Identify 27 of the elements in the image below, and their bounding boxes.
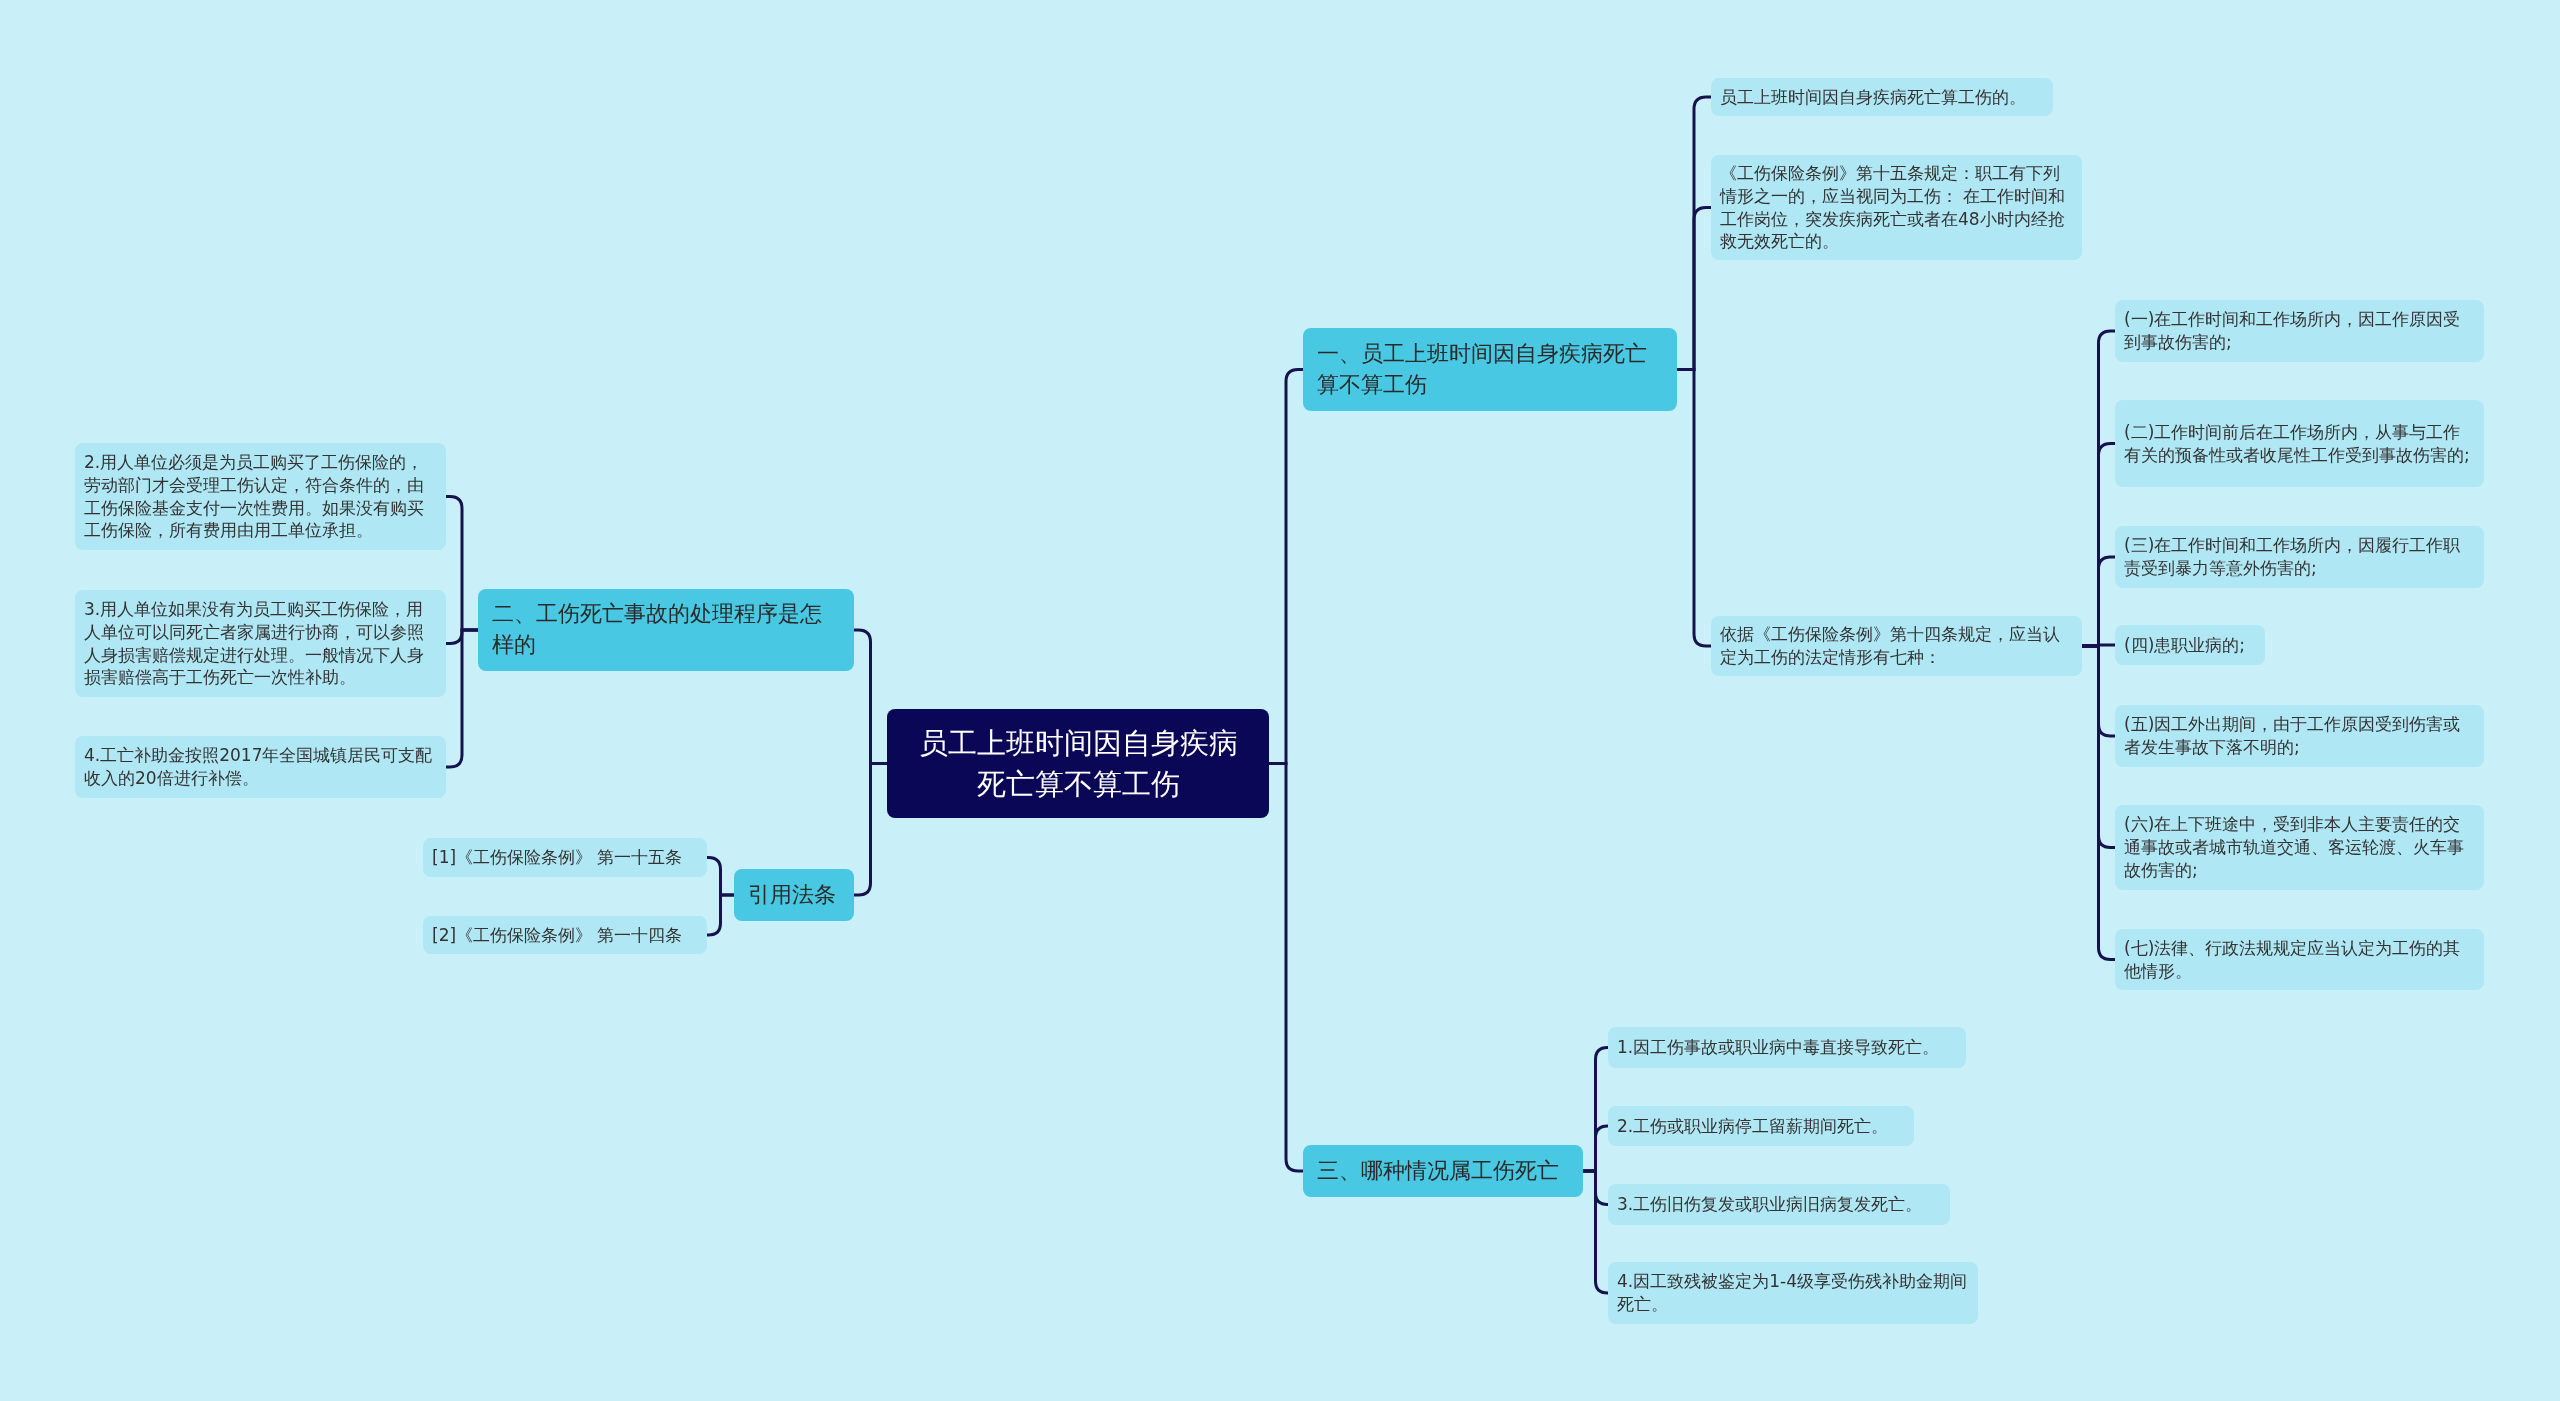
subtopic: 2.用人单位必须是为员工购买了工伤保险的，劳动部门才会受理工伤认定，符合条件的，由工伤保险基金支付一次性费用。如果没有购买工伤保险，所有费用由用工单位承担。 xyxy=(75,443,446,550)
subtopic: (五)因工外出期间，由于工作原因受到伤害或者发生事故下落不明的; xyxy=(2115,705,2484,767)
subtopic: 3.用人单位如果没有为员工购买工伤保险，用人单位可以同死亡者家属进行协商，可以参照人身损害赔偿规定进行处理。一般情况下人身损害赔偿高于工伤死亡一次性补助。 xyxy=(75,590,446,697)
subtopic: (六)在上下班途中，受到非本人主要责任的交通事故或者城市轨道交通、客运轮渡、火车事故伤害的; xyxy=(2115,805,2484,890)
main-topic: 一、员工上班时间因自身疾病死亡算不算工伤 xyxy=(1303,328,1677,411)
central-topic: 员工上班时间因自身疾病死亡算不算工伤 xyxy=(887,709,1269,818)
subtopic: 4.因工致残被鉴定为1-4级享受伤残补助金期间死亡。 xyxy=(1608,1262,1978,1324)
subtopic: (四)患职业病的; xyxy=(2115,625,2265,665)
subtopic: (二)工作时间前后在工作场所内，从事与工作有关的预备性或者收尾性工作受到事故伤害的; xyxy=(2115,400,2484,487)
main-topic: 三、哪种情况属工伤死亡 xyxy=(1303,1145,1583,1197)
subtopic: 3.工伤旧伤复发或职业病旧病复发死亡。 xyxy=(1608,1184,1950,1225)
subtopic: 员工上班时间因自身疾病死亡算工伤的。 xyxy=(1711,78,2053,116)
main-topic: 引用法条 xyxy=(734,869,854,921)
subtopic: 《工伤保险条例》第十五条规定：职工有下列情形之一的，应当视同为工伤： 在工作时间和工作岗位，突发疾病死亡或者在48小时内经抢救无效死亡的。 xyxy=(1711,155,2082,260)
subtopic: [1]《工伤保险条例》 第一十五条 xyxy=(423,838,707,877)
subtopic: (一)在工作时间和工作场所内，因工作原因受到事故伤害的; xyxy=(2115,300,2484,362)
connector-line xyxy=(706,893,734,937)
subtopic: 1.因工伤事故或职业病中毒直接导致死亡。 xyxy=(1608,1027,1966,1068)
connector-line xyxy=(1583,1169,1609,1295)
subtopic: (三)在工作时间和工作场所内，因履行工作职责受到暴力等意外伤害的; xyxy=(2115,526,2484,588)
subtopic: 4.工亡补助金按照2017年全国城镇居民可支配收入的20倍进行补偿。 xyxy=(75,736,446,798)
subtopic: 依据《工伤保险条例》第十四条规定，应当认定为工伤的法定情形有七种： xyxy=(1711,616,2082,676)
connector-line xyxy=(1269,762,1303,1173)
main-topic: 二、工伤死亡事故的处理程序是怎样的 xyxy=(478,589,854,671)
subtopic: 2.工伤或职业病停工留薪期间死亡。 xyxy=(1608,1106,1914,1146)
subtopic: (七)法律、行政法规规定应当认定为工伤的其他情形。 xyxy=(2115,929,2484,990)
subtopic: [2]《工伤保险条例》 第一十四条 xyxy=(423,916,707,954)
